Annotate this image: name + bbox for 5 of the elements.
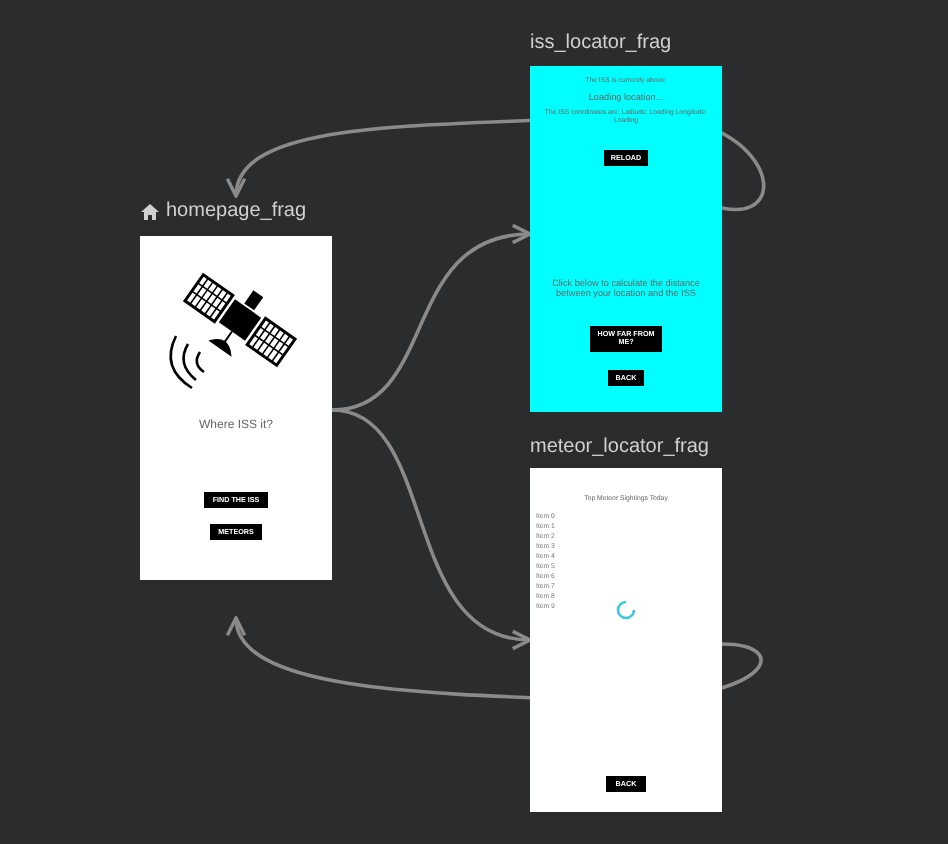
navigation-arrow [331,225,532,412]
screen-title: meteor_locator_frag [530,436,709,458]
navigation-arrow [331,408,532,648]
screen-title: homepage_frag [166,200,307,222]
screen-title: iss_locator_frag [530,32,672,54]
